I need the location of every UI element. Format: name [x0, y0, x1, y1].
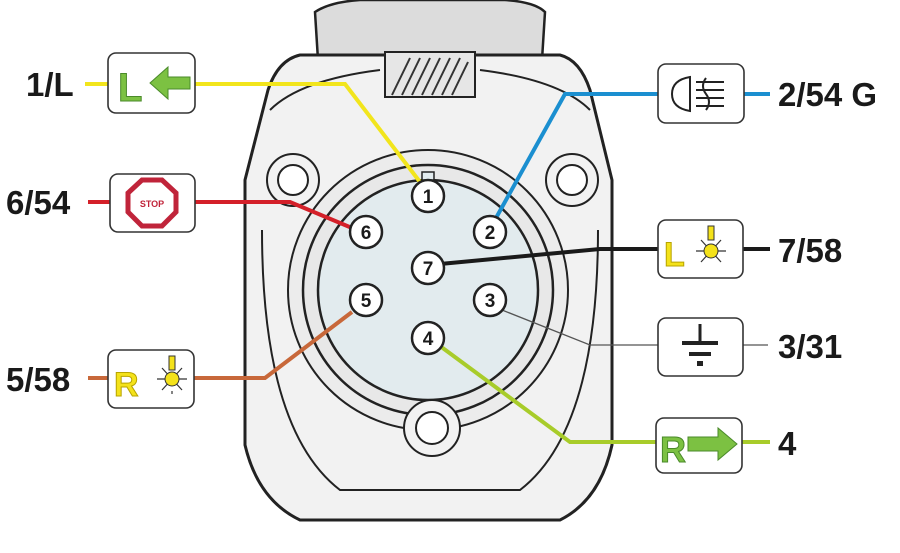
pin-5: 5 [348, 282, 384, 318]
icon-letter: R [114, 366, 139, 404]
label-pin-3: 3/31 [778, 328, 842, 365]
label-pin-6: 6/54 [6, 184, 71, 221]
pin-number: 2 [485, 223, 496, 244]
pin-4: 4 [410, 320, 446, 356]
pin-3: 3 [472, 282, 508, 318]
label-pin-1: 1/L [26, 66, 74, 103]
right-turn-icon: R [655, 417, 743, 474]
ground-icon [657, 317, 744, 377]
pin-number: 4 [423, 329, 434, 350]
pin-number: 1 [423, 187, 434, 208]
left-tail-light-icon: L [657, 219, 744, 279]
pin-6: 6 [348, 214, 384, 250]
icon-letter: L [664, 236, 685, 274]
mounting-hole-left [266, 153, 320, 207]
stop-text: STOP [140, 199, 164, 209]
label-pin-2: 2/54 G [778, 76, 877, 113]
pin-number: 5 [361, 291, 372, 312]
fog-light-icon [657, 63, 745, 124]
left-turn-icon: L [107, 52, 196, 114]
right-tail-light-icon: R [107, 349, 195, 409]
stop-icon: STOP [109, 173, 196, 233]
icon-letter: L [118, 66, 142, 110]
pin-1: 1 [410, 178, 446, 214]
pin-7: 7 [410, 250, 446, 286]
pin-number: 6 [361, 223, 372, 244]
mounting-hole-bottom [403, 399, 461, 457]
label-pin-4: 4 [778, 425, 797, 462]
pin-number: 7 [423, 259, 434, 280]
label-pin-5: 5/58 [6, 361, 70, 398]
icon-letter: R [660, 429, 686, 470]
pin-number: 3 [485, 291, 496, 312]
mounting-hole-right [545, 153, 599, 207]
pin-2: 2 [472, 214, 508, 250]
label-pin-7: 7/58 [778, 232, 842, 269]
